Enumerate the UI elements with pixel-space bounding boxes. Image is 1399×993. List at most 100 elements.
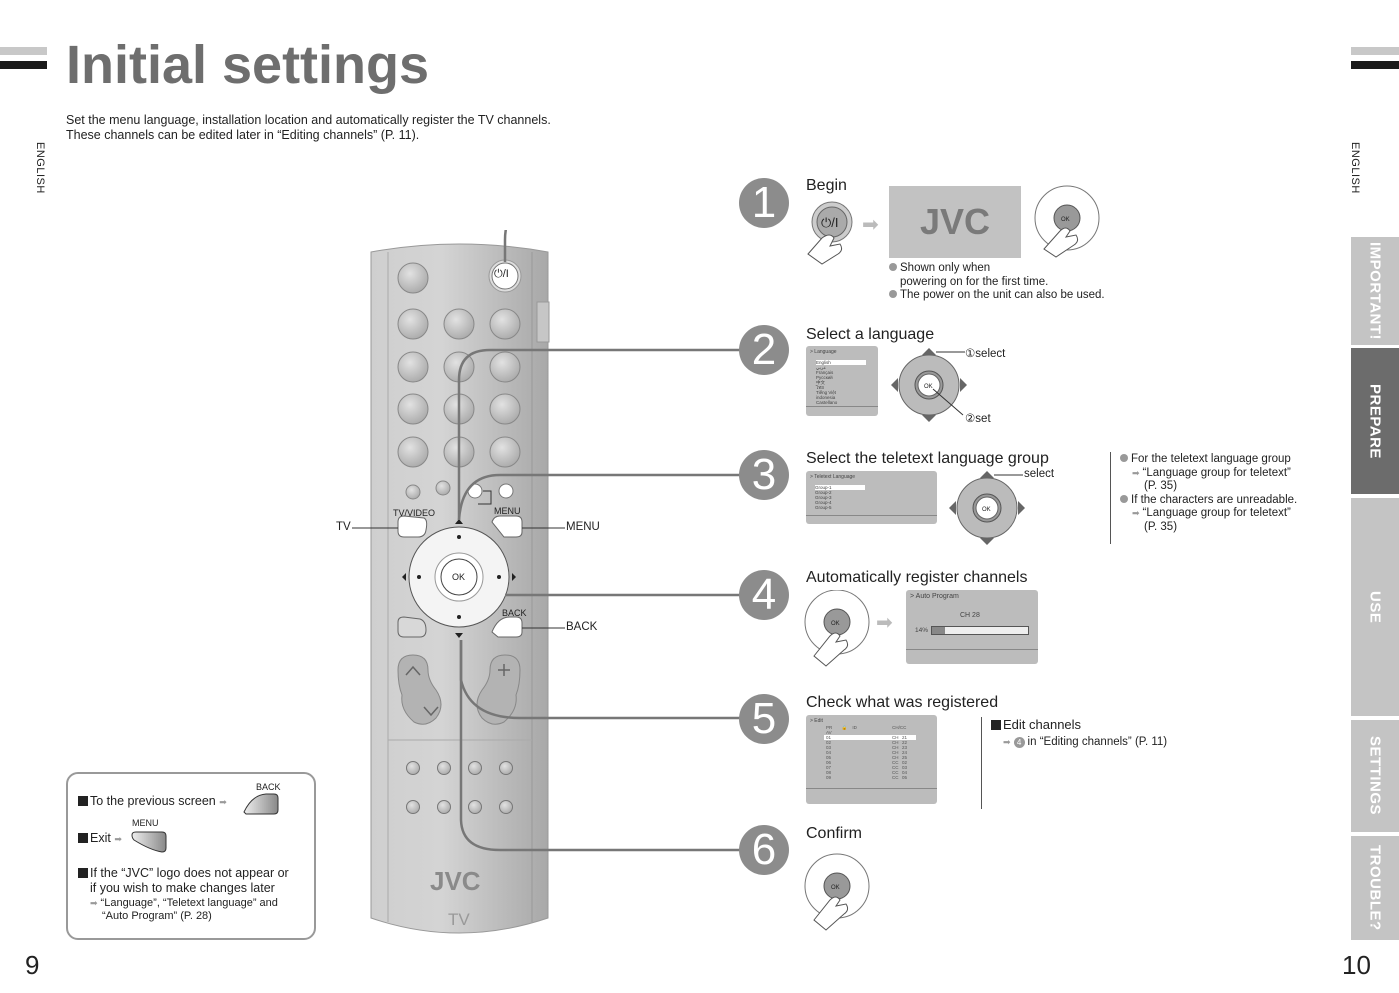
step-1-notes: Shown only when powering on for the firs… (889, 262, 1105, 303)
teletext-menu-header: > Teletext Language (810, 474, 856, 480)
ok-press-icon: OK (1034, 185, 1100, 258)
divider (1110, 452, 1111, 544)
select-label: ①select (965, 348, 1006, 360)
step-4-title: Automatically register channels (806, 569, 1028, 586)
tab-use[interactable]: USE (1351, 498, 1399, 716)
svg-text:OK: OK (831, 621, 840, 627)
edit-table-header: PR 🔒 ID CH/CC (826, 725, 907, 730)
step-5-title: Check what was registered (806, 694, 999, 711)
power-button-label[interactable]: ⏻/I (494, 268, 509, 280)
table-cell: CC (892, 760, 899, 765)
table-cell: 24 (902, 750, 908, 755)
back-button-label: BACK (502, 608, 527, 618)
progress-percent: 14% (915, 627, 929, 634)
corner-bar-light-right (1351, 47, 1399, 55)
intro-line-2: These channels can be edited later in “E… (66, 128, 420, 142)
step-1-number: 1 (739, 178, 789, 228)
tab-prepare[interactable]: PREPARE (1351, 348, 1399, 494)
tab-important[interactable]: IMPORTANT! (1351, 237, 1399, 345)
step-5-number: 5 (739, 694, 789, 744)
arrow-right-icon: ➡ (219, 797, 227, 807)
ok-press-icon: OK (804, 853, 870, 931)
arrow-right-icon: ➡ (1003, 737, 1011, 747)
menu-button-icon[interactable] (130, 830, 168, 854)
table-cell: 03 (902, 765, 908, 770)
dpad-icon: OK (949, 471, 1025, 545)
svg-text:OK: OK (924, 384, 933, 390)
svg-text:OK: OK (1061, 217, 1070, 223)
table-cell: 05 (826, 755, 832, 760)
step-2-title: Select a language (806, 326, 935, 343)
table-cell: CH (892, 745, 899, 750)
table-cell: 05 (902, 775, 908, 780)
power-press-icon: ⏻/I (807, 201, 853, 265)
arrow-right-icon: ➡ (1132, 467, 1140, 478)
arrow-right-icon: ➡ (90, 898, 98, 908)
page-number-left: 9 (25, 950, 40, 980)
corner-bar-dark-left (0, 61, 47, 69)
svg-text:OK: OK (982, 507, 991, 513)
corner-bar-dark-right (1351, 61, 1399, 69)
info-prev-row: To the previous screen ➡ (78, 794, 230, 808)
divider (981, 717, 982, 809)
bullet-icon (1120, 494, 1128, 503)
select-label: select (1024, 468, 1055, 480)
ok-press-icon: OK (804, 590, 870, 667)
remote-model: TV (448, 910, 470, 929)
auto-program-header: > Auto Program (910, 593, 959, 600)
table-cell: CH (892, 735, 899, 740)
table-cell: CC (892, 775, 899, 780)
arrow-right-icon: ➡ (876, 612, 893, 634)
step-ref-circle-icon: 4 (1013, 737, 1025, 748)
info-exit-row: Exit ➡ (78, 831, 125, 845)
table-cell: 03 (826, 745, 832, 750)
info-note: If the “JVC” logo does not appear or if … (78, 866, 289, 896)
callout-tv: TV (336, 521, 351, 533)
bullet-icon (1120, 454, 1128, 462)
info-ref[interactable]: ➡“Language”, “Teletext language” and “Au… (90, 897, 278, 922)
back-button-icon[interactable] (242, 792, 280, 816)
bullet-icon (889, 290, 897, 298)
svg-text:OK: OK (831, 885, 840, 891)
tab-settings[interactable]: SETTINGS (1351, 720, 1399, 832)
square-bullet-icon (991, 720, 1001, 730)
tab-trouble[interactable]: TROUBLE? (1351, 836, 1399, 940)
set-label: ②set (965, 413, 991, 425)
step-3-title: Select the teletext language group (806, 450, 1049, 467)
remote-brand: JVC (430, 866, 481, 896)
auto-program-screen: > Auto Program CH 28 14% (906, 590, 1038, 664)
teletext-language-screen: > Teletext Language Group-1 Group-2 Grou… (806, 471, 937, 524)
callout-back: BACK (566, 621, 598, 633)
callout-menu: MENU (566, 521, 600, 533)
progress-bar (931, 626, 1029, 635)
step-2-number: 2 (739, 325, 789, 375)
step-6-number: 6 (739, 825, 789, 875)
tvvideo-label: TV/VIDEO (393, 508, 436, 518)
step-1-title: Begin (806, 177, 847, 194)
intro-text: Set the menu language, installation loca… (66, 113, 551, 143)
info-back-label: BACK (256, 782, 281, 792)
table-cell: 01 (826, 735, 832, 740)
language-label-right: ENGLISH (1349, 142, 1361, 194)
table-cell: 06 (826, 760, 832, 765)
edit-channels-title: Edit channels (991, 717, 1081, 732)
ok-button-label[interactable]: OK (452, 572, 466, 582)
jvc-screen-logo: JVC (919, 201, 991, 242)
arrow-right-icon: ➡ (1132, 508, 1140, 518)
table-cell: 09 (826, 775, 832, 780)
bottom-buttons (406, 761, 513, 814)
table-cell: 04 (902, 770, 908, 775)
table-cell: CH (892, 740, 899, 745)
language-menu-screen: > Language English عربي Français Русский… (806, 346, 878, 416)
step-4-number: 4 (739, 570, 789, 620)
